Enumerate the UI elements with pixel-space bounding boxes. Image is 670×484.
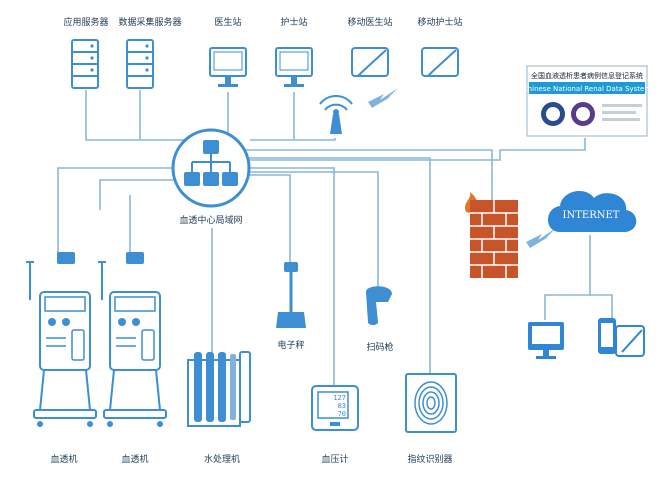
barcode-scanner: 扫码枪 bbox=[366, 286, 394, 353]
doctor-station: 医生站 bbox=[209, 16, 247, 87]
lan-hub-label: 血透中心局域网 bbox=[179, 214, 242, 226]
monitor-icon bbox=[275, 47, 313, 87]
wireless-link-icon bbox=[368, 88, 398, 108]
data-collection-server: 数据采集服务器 bbox=[118, 16, 182, 89]
fingerprint-reader-label: 指纹识别器 bbox=[407, 453, 452, 465]
water-treatment-label: 水处理机 bbox=[204, 453, 240, 465]
registry-title-cn: 全国血液透析患者病例信息登记系统 bbox=[531, 71, 643, 80]
dialysis-machine-2: 血透机 bbox=[98, 252, 167, 465]
application-server: 应用服务器 bbox=[63, 16, 109, 89]
barcode-scanner-label: 扫码枪 bbox=[366, 341, 393, 353]
electronic-scale-label: 电子秤 bbox=[277, 339, 304, 351]
network-hub-icon bbox=[171, 128, 251, 208]
server-icon bbox=[126, 39, 154, 89]
bp-diastolic: 83 bbox=[338, 402, 346, 410]
doctor-station-label: 医生站 bbox=[214, 16, 241, 28]
water-treatment-icon bbox=[187, 351, 251, 427]
dialysis-machine-2-label: 血透机 bbox=[121, 453, 148, 465]
antenna-icon bbox=[319, 95, 353, 134]
firewall-icon bbox=[465, 192, 518, 278]
mobile-doctor-station: 移动医生站 bbox=[347, 16, 393, 77]
tablet-icon bbox=[421, 47, 459, 77]
dialysis-machine-icon bbox=[98, 252, 167, 427]
renal-registry-panel: 全国血液透析患者病例信息登记系统 Chinese National Renal … bbox=[523, 65, 652, 137]
monitor-icon bbox=[209, 47, 247, 87]
blood-pressure-monitor: 127 83 70 血压计 bbox=[311, 385, 359, 465]
blood-pressure-monitor-icon: 127 83 70 bbox=[311, 385, 359, 431]
bp-pulse: 70 bbox=[338, 410, 346, 418]
dialysis-machine-1-label: 血透机 bbox=[50, 453, 77, 465]
dialysis-machine-1: 血透机 bbox=[26, 252, 97, 465]
mobile-doctor-station-label: 移动医生站 bbox=[347, 16, 392, 28]
remote-monitor bbox=[528, 322, 564, 359]
tablet-icon bbox=[351, 47, 389, 77]
connection-lines bbox=[57, 90, 613, 386]
electronic-scale: 电子秤 bbox=[276, 262, 306, 351]
lan-hub: 血透中心局域网 bbox=[171, 128, 251, 226]
server-icon bbox=[71, 39, 99, 89]
internet-cloud: INTERNET bbox=[548, 191, 637, 232]
monitor-icon bbox=[528, 322, 564, 359]
water-treatment-machine: 水处理机 bbox=[187, 351, 251, 465]
tablet-icon bbox=[615, 325, 645, 357]
scale-icon bbox=[276, 262, 306, 328]
internet-label: INTERNET bbox=[563, 210, 620, 221]
registry-logo-icon bbox=[541, 102, 642, 126]
mobile-nurse-station: 移动护士站 bbox=[417, 16, 463, 77]
application-server-label: 应用服务器 bbox=[63, 16, 108, 28]
dialysis-machine-icon bbox=[26, 252, 97, 427]
data-collection-server-label: 数据采集服务器 bbox=[118, 16, 181, 28]
fingerprint-reader: 指纹识别器 bbox=[405, 373, 457, 465]
barcode-scanner-icon bbox=[366, 286, 392, 325]
nurse-station: 护士站 bbox=[275, 16, 313, 87]
nurse-station-label: 护士站 bbox=[280, 16, 307, 28]
remote-mobile bbox=[598, 318, 645, 357]
phone-icon bbox=[598, 318, 616, 354]
fingerprint-reader-icon bbox=[405, 373, 457, 433]
registry-title-en: Chinese National Renal Data System bbox=[523, 85, 652, 93]
cloud-icon bbox=[548, 191, 637, 232]
mobile-nurse-station-label: 移动护士站 bbox=[417, 16, 462, 28]
blood-pressure-label: 血压计 bbox=[321, 453, 348, 465]
wireless-link-icon bbox=[526, 228, 556, 248]
bp-systolic: 127 bbox=[333, 394, 346, 402]
